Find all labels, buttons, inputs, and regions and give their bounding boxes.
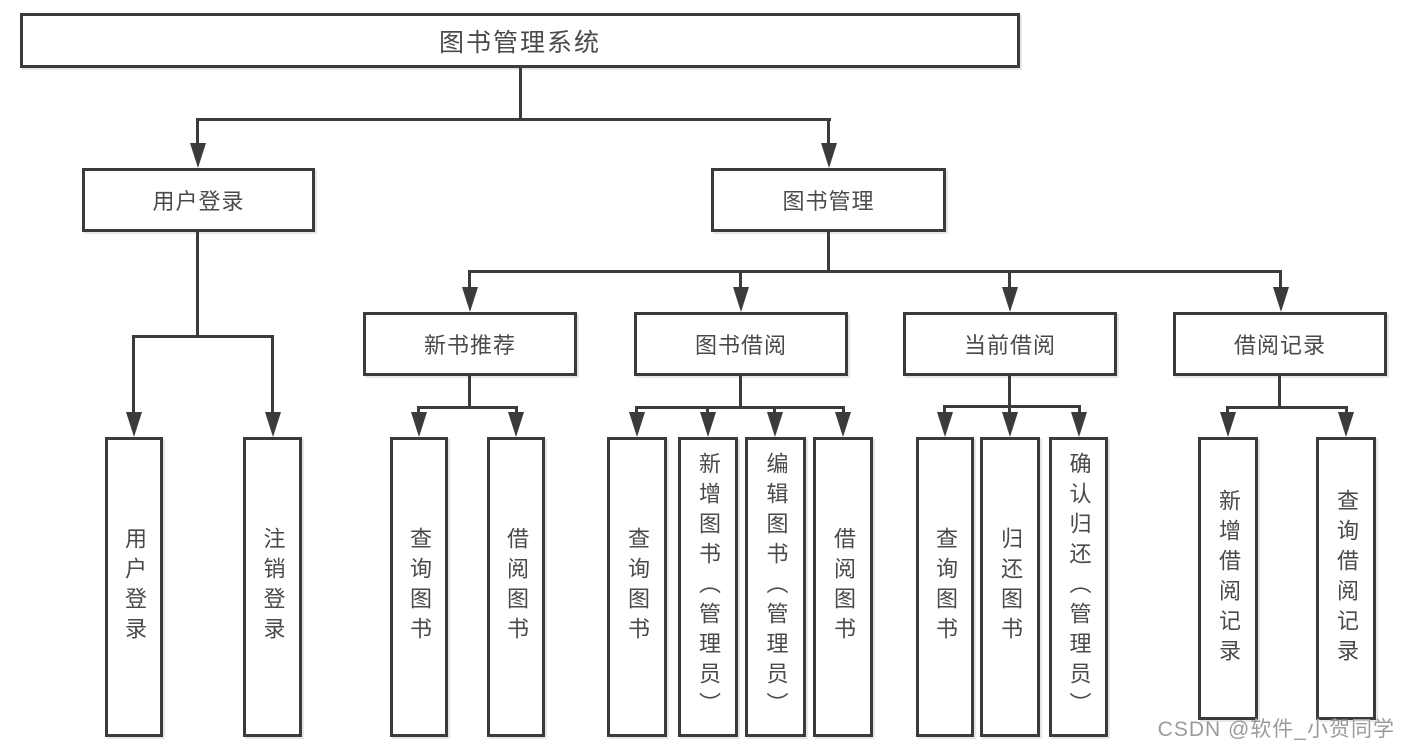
v-line bbox=[132, 335, 135, 415]
v-line bbox=[635, 406, 638, 415]
v-line bbox=[1345, 406, 1348, 415]
node-current-borrowing: 当前借阅 bbox=[903, 312, 1117, 376]
node-borrow-books-recommend: 借阅图书 bbox=[487, 437, 545, 737]
v-line bbox=[1279, 270, 1282, 290]
h-line bbox=[635, 406, 845, 409]
arrow-down-icon bbox=[937, 412, 953, 437]
h-line bbox=[943, 405, 1081, 408]
node-query-books-recommend: 查询图书 bbox=[390, 437, 448, 737]
node-query-books-borrowing: 查询图书 bbox=[607, 437, 667, 737]
v-line bbox=[827, 230, 830, 272]
node-add-borrow-record: 新增借阅记录 bbox=[1198, 437, 1258, 720]
arrow-down-icon bbox=[126, 412, 142, 437]
node-logout-leaf: 注销登录 bbox=[243, 437, 302, 737]
v-line bbox=[943, 405, 946, 415]
node-new-book-recommendation: 新书推荐 bbox=[363, 312, 577, 376]
v-line bbox=[519, 66, 522, 121]
arrow-down-icon bbox=[411, 412, 427, 437]
v-line bbox=[1008, 270, 1011, 290]
node-user-login-leaf: 用户登录 bbox=[105, 437, 163, 737]
node-confirm-return-admin: 确认归还（管理员） bbox=[1049, 437, 1108, 737]
h-line bbox=[132, 335, 274, 338]
arrow-down-icon bbox=[821, 143, 837, 168]
node-borrow-books-leaf: 借阅图书 bbox=[813, 437, 873, 737]
arrow-down-icon bbox=[733, 287, 749, 312]
v-line bbox=[468, 270, 471, 290]
node-return-books: 归还图书 bbox=[980, 437, 1040, 737]
v-line bbox=[706, 406, 709, 415]
node-query-books-current: 查询图书 bbox=[916, 437, 974, 737]
arrow-down-icon bbox=[767, 412, 783, 437]
node-add-book-admin: 新增图书（管理员） bbox=[678, 437, 738, 737]
v-line bbox=[773, 406, 776, 415]
v-line bbox=[196, 118, 199, 146]
node-label: 借阅记录 bbox=[1233, 333, 1326, 358]
v-line bbox=[468, 374, 471, 408]
h-line bbox=[417, 406, 518, 409]
arrow-down-icon bbox=[1338, 412, 1354, 437]
v-line bbox=[739, 374, 742, 408]
v-line bbox=[417, 406, 420, 415]
node-edit-book-admin: 编辑图书（管理员） bbox=[745, 437, 806, 737]
arrow-down-icon bbox=[190, 143, 206, 168]
h-line bbox=[469, 270, 1282, 273]
v-line bbox=[271, 335, 274, 415]
v-line bbox=[196, 230, 199, 338]
arrow-down-icon bbox=[1220, 412, 1236, 437]
node-label: 图书管理系统 bbox=[438, 28, 601, 57]
node-label: 当前借阅 bbox=[963, 333, 1056, 358]
arrow-down-icon bbox=[1002, 287, 1018, 312]
v-line bbox=[1078, 405, 1081, 415]
watermark-text: CSDN @软件_小贺同学 bbox=[1157, 718, 1395, 741]
arrow-down-icon bbox=[1071, 412, 1087, 437]
arrow-down-icon bbox=[508, 412, 524, 437]
v-line bbox=[1278, 374, 1281, 408]
v-line bbox=[739, 270, 742, 290]
v-line bbox=[1008, 374, 1011, 408]
arrow-down-icon bbox=[462, 287, 478, 312]
arrow-down-icon bbox=[700, 412, 716, 437]
v-line bbox=[842, 406, 845, 415]
node-book-management-system: 图书管理系统 bbox=[20, 13, 1020, 68]
v-line bbox=[827, 118, 830, 146]
v-line bbox=[1226, 406, 1229, 415]
arrow-down-icon bbox=[1002, 412, 1018, 437]
h-line bbox=[197, 118, 831, 121]
node-label: 图书管理 bbox=[782, 189, 875, 214]
arrow-down-icon bbox=[835, 412, 851, 437]
node-book-borrowing: 图书借阅 bbox=[634, 312, 848, 376]
node-label: 新书推荐 bbox=[423, 333, 516, 358]
v-line bbox=[1008, 405, 1011, 415]
node-query-borrow-record: 查询借阅记录 bbox=[1316, 437, 1376, 720]
v-line bbox=[515, 406, 518, 415]
node-borrowing-records: 借阅记录 bbox=[1173, 312, 1387, 376]
node-book-management: 图书管理 bbox=[711, 168, 946, 232]
arrow-down-icon bbox=[265, 412, 281, 437]
node-label: 图书借阅 bbox=[694, 333, 787, 358]
node-label: 用户登录 bbox=[152, 189, 245, 214]
arrow-down-icon bbox=[1273, 287, 1289, 312]
h-line bbox=[1226, 406, 1348, 409]
arrow-down-icon bbox=[629, 412, 645, 437]
node-user-login: 用户登录 bbox=[82, 168, 315, 232]
